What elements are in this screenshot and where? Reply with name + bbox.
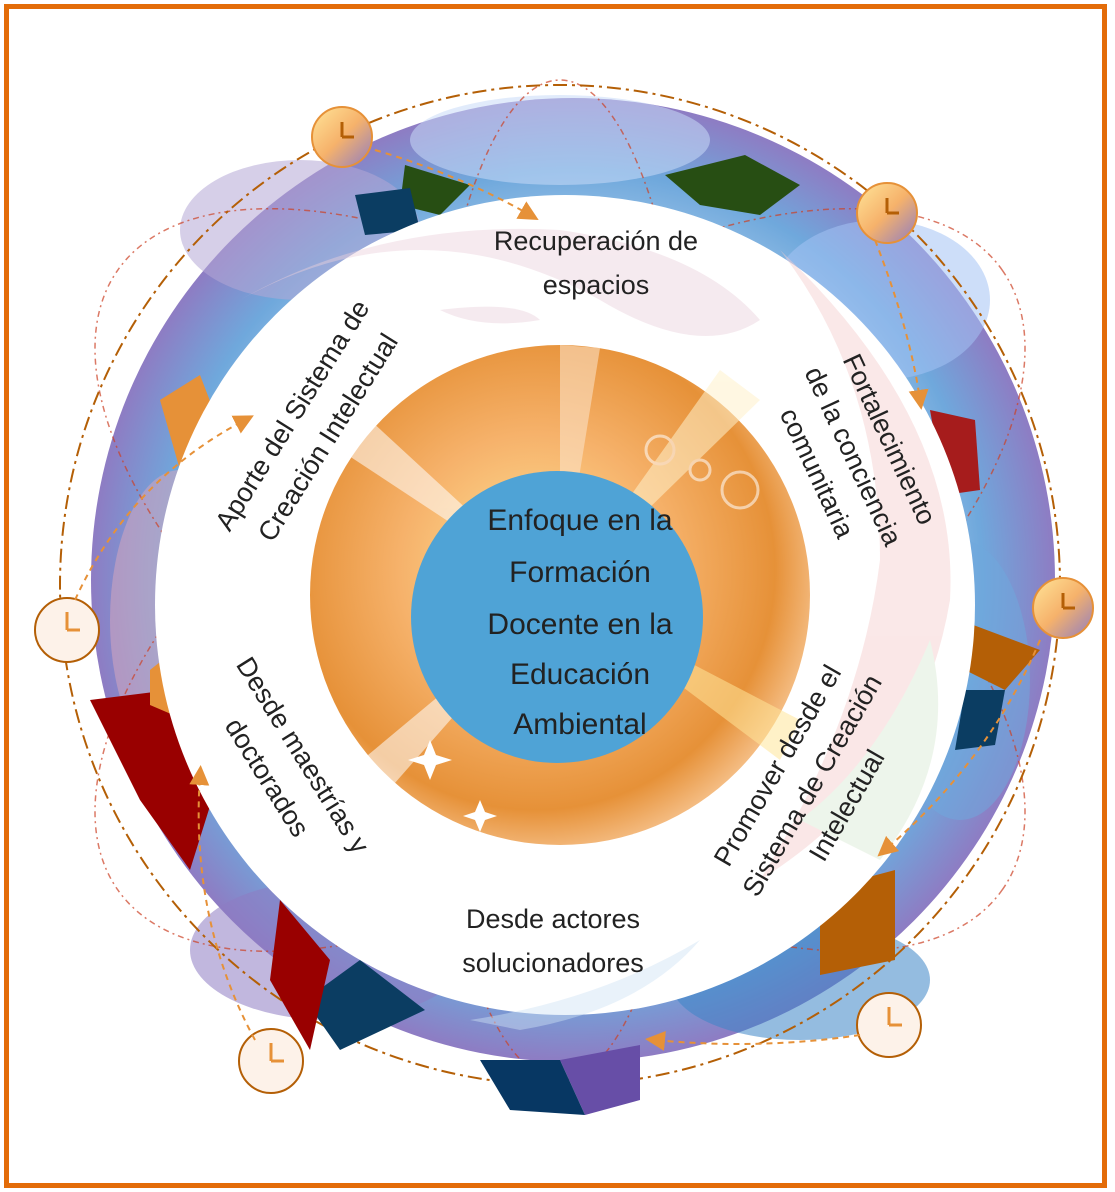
clock-icon	[238, 1028, 304, 1094]
ribbon-icon	[90, 155, 1040, 1115]
clock-icon	[311, 106, 373, 168]
clock-icon	[1032, 577, 1094, 639]
center-line-5: Ambiental	[513, 708, 646, 741]
center-line-2: Formación	[509, 556, 651, 589]
center-line-3: Docente en la	[487, 608, 672, 641]
clock-icon	[34, 597, 100, 663]
segment-bottom-line-1: Desde actores	[466, 904, 640, 934]
segment-top-line-2: espacios	[543, 270, 650, 300]
segment-bottom: Desde actores solucionadores	[462, 904, 644, 978]
center-title: Enfoque en la Formación Docente en la Ed…	[487, 504, 672, 741]
swirl-decorations	[240, 228, 951, 1030]
clock-icon	[856, 182, 918, 244]
segment-top-line-1: Recuperación de	[494, 226, 698, 256]
segment-top: Recuperación de espacios	[494, 226, 698, 300]
segment-bottom-line-2: solucionadores	[462, 948, 644, 978]
center-line-4: Educación	[510, 658, 650, 691]
clock-icon	[856, 992, 922, 1058]
center-circle	[411, 471, 703, 763]
sparkle-icon	[408, 740, 497, 832]
arrow-icon	[74, 149, 1041, 1051]
center-line-1: Enfoque en la	[487, 504, 672, 537]
